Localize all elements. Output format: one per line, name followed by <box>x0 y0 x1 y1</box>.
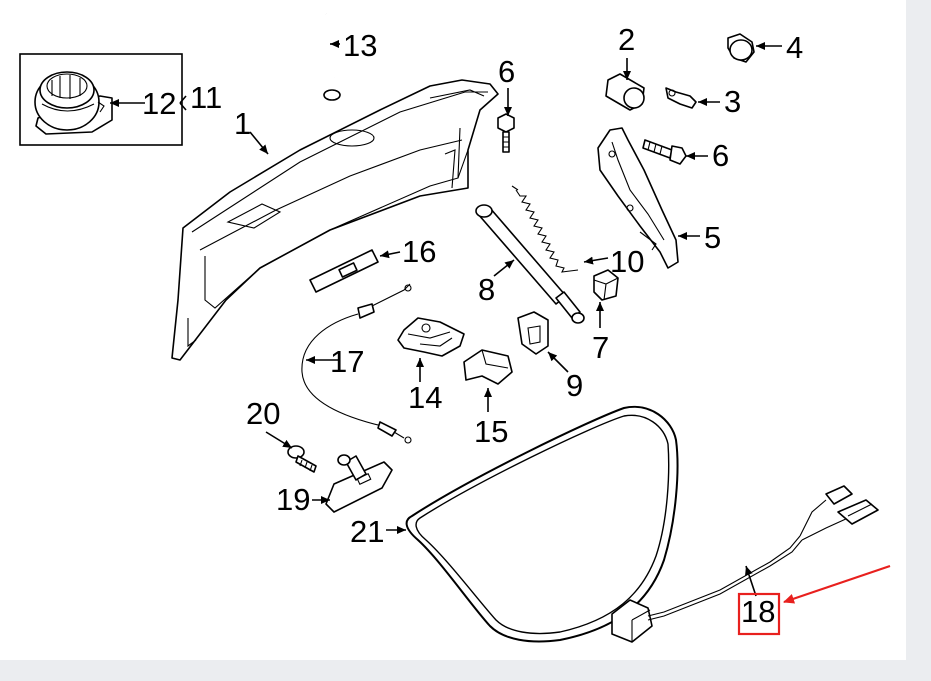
speaker-part-12[interactable] <box>34 71 113 135</box>
gas-strut-part-8[interactable] <box>475 204 585 324</box>
bracket-part-15[interactable] <box>463 349 513 385</box>
callout-5: 5 <box>704 220 721 255</box>
callout-10: 10 <box>610 244 644 279</box>
weatherstrip-part-21[interactable] <box>405 405 679 643</box>
callout-labels: 13 12 11 1 6 2 3 4 6 5 10 7 8 9 16 17 14… <box>142 22 803 629</box>
callout-19: 19 <box>276 482 310 517</box>
callout-8: 8 <box>478 272 495 307</box>
hose-part-13[interactable] <box>323 13 341 101</box>
callout-16: 16 <box>402 234 436 269</box>
lock-cylinder-part-2[interactable] <box>605 73 645 111</box>
callout-15: 15 <box>474 414 508 449</box>
bolt-part-6-right[interactable] <box>642 139 687 165</box>
striker-part-9[interactable] <box>517 311 549 355</box>
callout-4: 4 <box>786 30 803 65</box>
bumper-part-7[interactable] <box>593 269 619 301</box>
speaker-inset <box>19 53 183 146</box>
callout-11: 11 <box>190 80 222 115</box>
callout-17: 17 <box>330 344 364 379</box>
key-part-3[interactable] <box>665 87 697 109</box>
callout-7: 7 <box>592 330 609 365</box>
callout-18: 18 <box>741 594 775 629</box>
highlight-box <box>737 592 781 636</box>
bolt-part-6-top[interactable] <box>497 113 515 153</box>
callout-13: 13 <box>343 28 377 63</box>
parts-diagram: 13 12 11 1 6 2 3 4 6 5 10 7 8 9 16 17 14… <box>19 13 891 643</box>
highlight-part-18 <box>737 564 891 636</box>
camera-harness-part-18[interactable] <box>611 485 879 643</box>
release-cable-part-17[interactable] <box>301 283 412 444</box>
callout-3: 3 <box>724 84 741 119</box>
callout-12: 12 <box>142 86 176 121</box>
leader-lines <box>110 40 782 597</box>
callout-2: 2 <box>618 22 635 57</box>
spring-part-10[interactable] <box>511 185 579 273</box>
callout-6-right: 6 <box>712 138 729 173</box>
latch-part-14[interactable] <box>397 317 465 357</box>
callout-14: 14 <box>408 380 442 415</box>
callout-6-top: 6 <box>498 54 515 89</box>
clip-part-4[interactable] <box>727 33 755 63</box>
callout-21: 21 <box>350 514 384 549</box>
callout-1: 1 <box>234 106 251 141</box>
handle-part-16[interactable] <box>309 249 379 293</box>
callout-9: 9 <box>566 368 583 403</box>
screw-part-20[interactable] <box>287 445 317 473</box>
hinge-part-5[interactable] <box>597 127 679 269</box>
trunk-lid-part-1[interactable] <box>171 79 499 361</box>
highlight-arrow <box>783 564 891 604</box>
callout-20: 20 <box>246 396 280 431</box>
plate-part-19[interactable] <box>325 454 393 513</box>
parts-diagram-canvas: 13 12 11 1 6 2 3 4 6 5 10 7 8 9 16 17 14… <box>0 0 906 660</box>
